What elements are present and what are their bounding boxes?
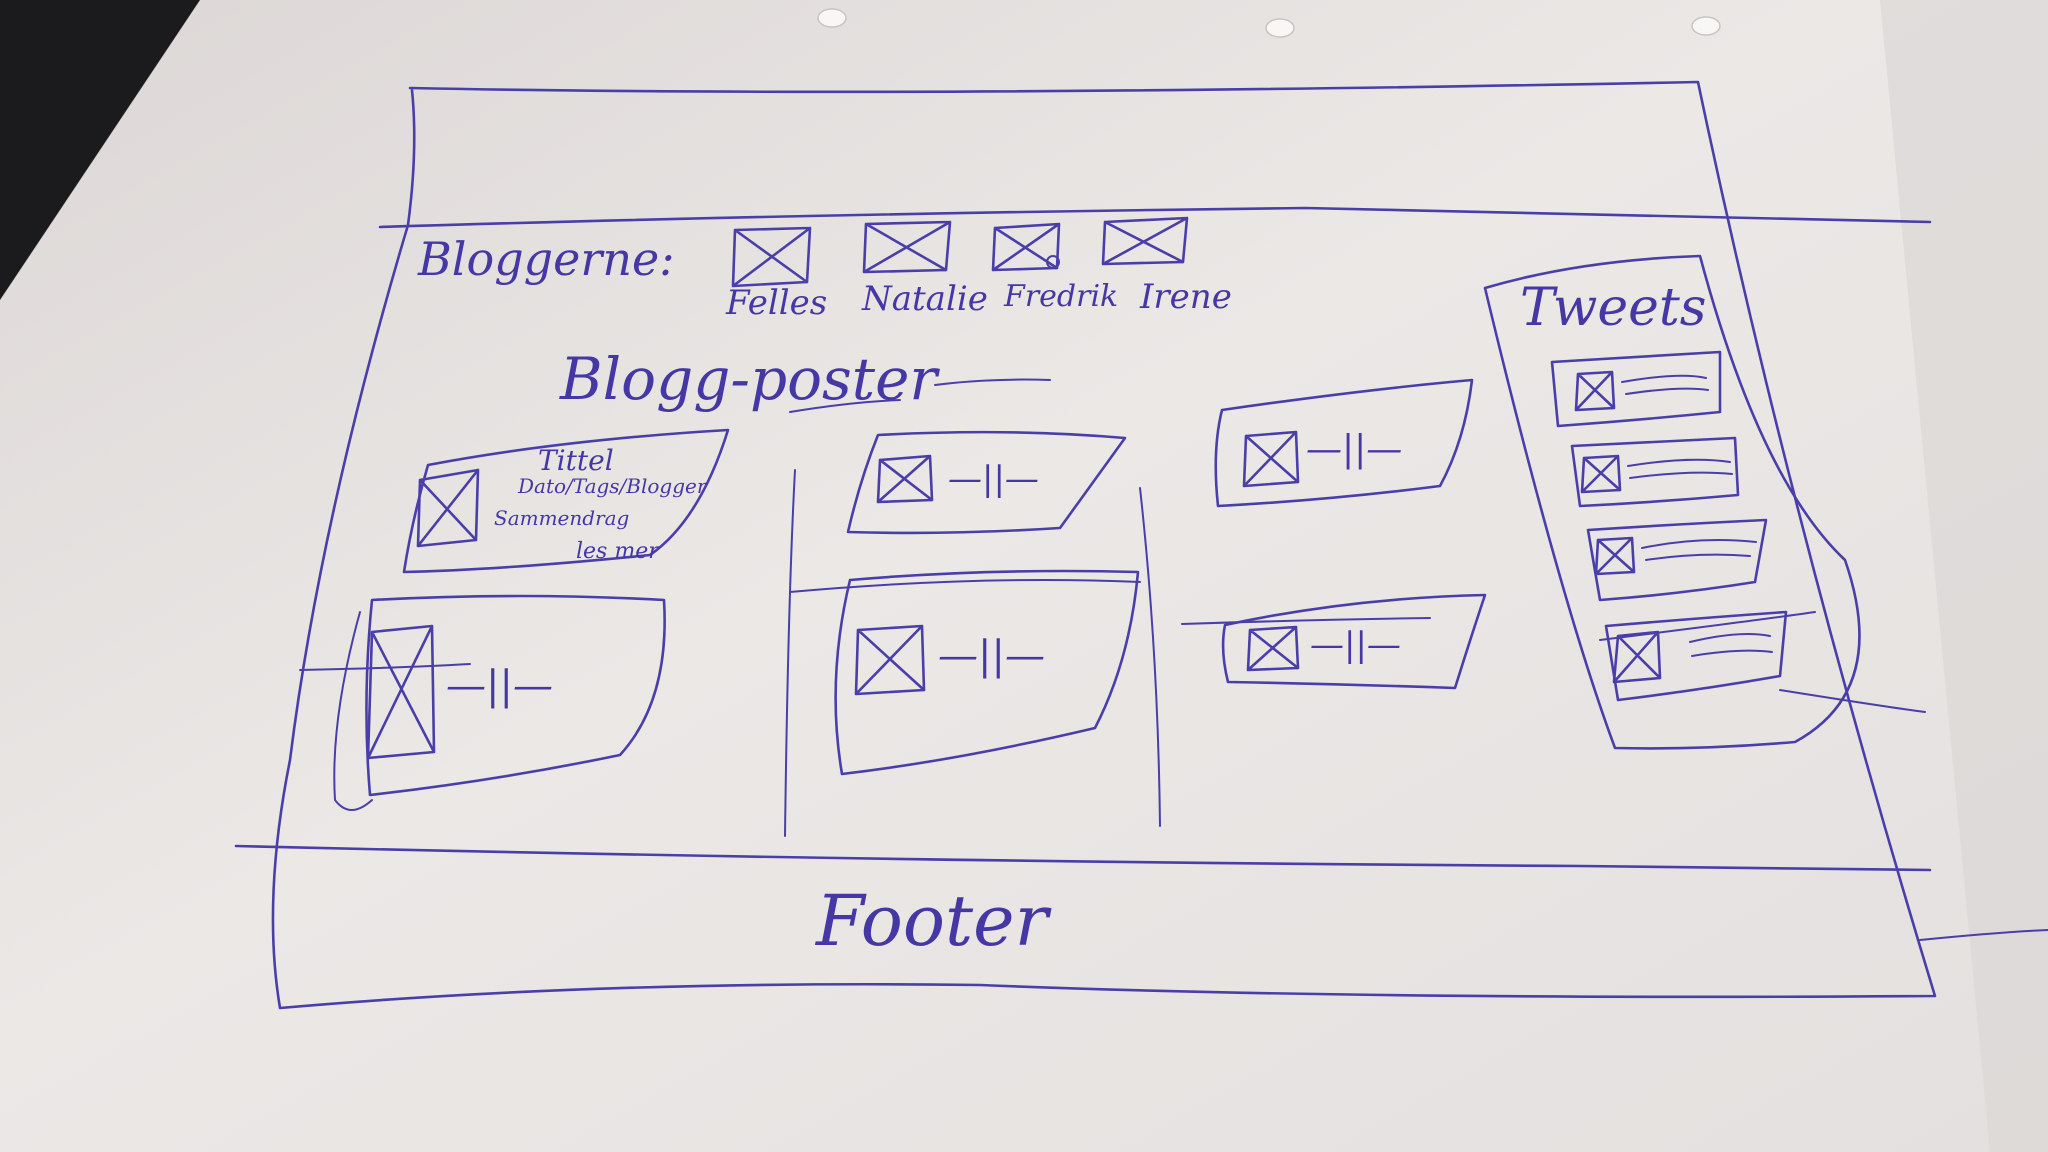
post-card-detail xyxy=(402,428,730,574)
posts-heading: Blogg-poster xyxy=(560,345,938,413)
post-card-placeholder: —||— xyxy=(1306,429,1403,470)
post-image-icon xyxy=(366,624,436,760)
tweet-item xyxy=(1599,610,1816,702)
tweet-avatar-icon xyxy=(1612,630,1662,684)
footer-divider xyxy=(234,844,1932,872)
blogger-avatar-icon xyxy=(991,222,1061,272)
post-card xyxy=(846,430,1127,535)
post-card xyxy=(834,569,1140,776)
post-card-placeholder: —||— xyxy=(948,459,1039,499)
blogger-name-felles[interactable]: Felles xyxy=(726,283,828,323)
post-title[interactable]: Tittel xyxy=(538,444,614,477)
tweet-item xyxy=(1586,518,1768,602)
blogger-name-irene[interactable]: Irene xyxy=(1140,277,1232,317)
post-meta: Dato/Tags/Blogger xyxy=(518,474,707,498)
post-card-placeholder: —||— xyxy=(446,663,553,709)
blogger-name-fredrik[interactable]: Fredrik xyxy=(1004,279,1119,314)
post-summary: Sammendrag xyxy=(494,506,630,530)
post-card xyxy=(1181,593,1487,690)
read-more-link[interactable]: les mer xyxy=(576,539,659,564)
blogger-avatar-icon xyxy=(1101,216,1189,266)
post-image-icon xyxy=(1242,430,1300,488)
post-image-icon xyxy=(854,624,926,696)
tweet-avatar-icon xyxy=(1594,536,1636,576)
blogger-avatar-icon xyxy=(862,220,952,274)
column-divider xyxy=(784,469,796,837)
tweet-item xyxy=(1570,436,1740,508)
page-frame xyxy=(271,80,1937,1010)
punch-hole-icon xyxy=(1691,16,1721,36)
tweet-avatar-icon xyxy=(1574,370,1616,412)
blogger-avatar-icon xyxy=(731,226,812,288)
post-card xyxy=(1214,378,1474,508)
punch-hole-icon xyxy=(1265,18,1295,38)
post-card-placeholder: —||— xyxy=(938,633,1045,679)
tweet-item xyxy=(1550,350,1722,428)
post-image-icon xyxy=(876,454,934,504)
bloggers-label: Bloggerne: xyxy=(418,232,675,286)
footer-label: Footer xyxy=(816,880,1049,962)
punch-hole-icon xyxy=(817,8,847,28)
blogger-name-natalie[interactable]: Natalie xyxy=(862,279,988,319)
post-card xyxy=(299,594,666,811)
tweets-heading: Tweets xyxy=(1520,278,1707,338)
header-divider xyxy=(378,206,1932,229)
post-image-icon xyxy=(1246,625,1300,672)
post-image-icon xyxy=(416,468,480,548)
tweet-avatar-icon xyxy=(1580,454,1622,494)
blogger-avatars xyxy=(731,216,1189,288)
column-divider xyxy=(1139,487,1161,827)
tweets-panel xyxy=(1483,254,1926,750)
post-card-placeholder: —||— xyxy=(1310,625,1401,665)
